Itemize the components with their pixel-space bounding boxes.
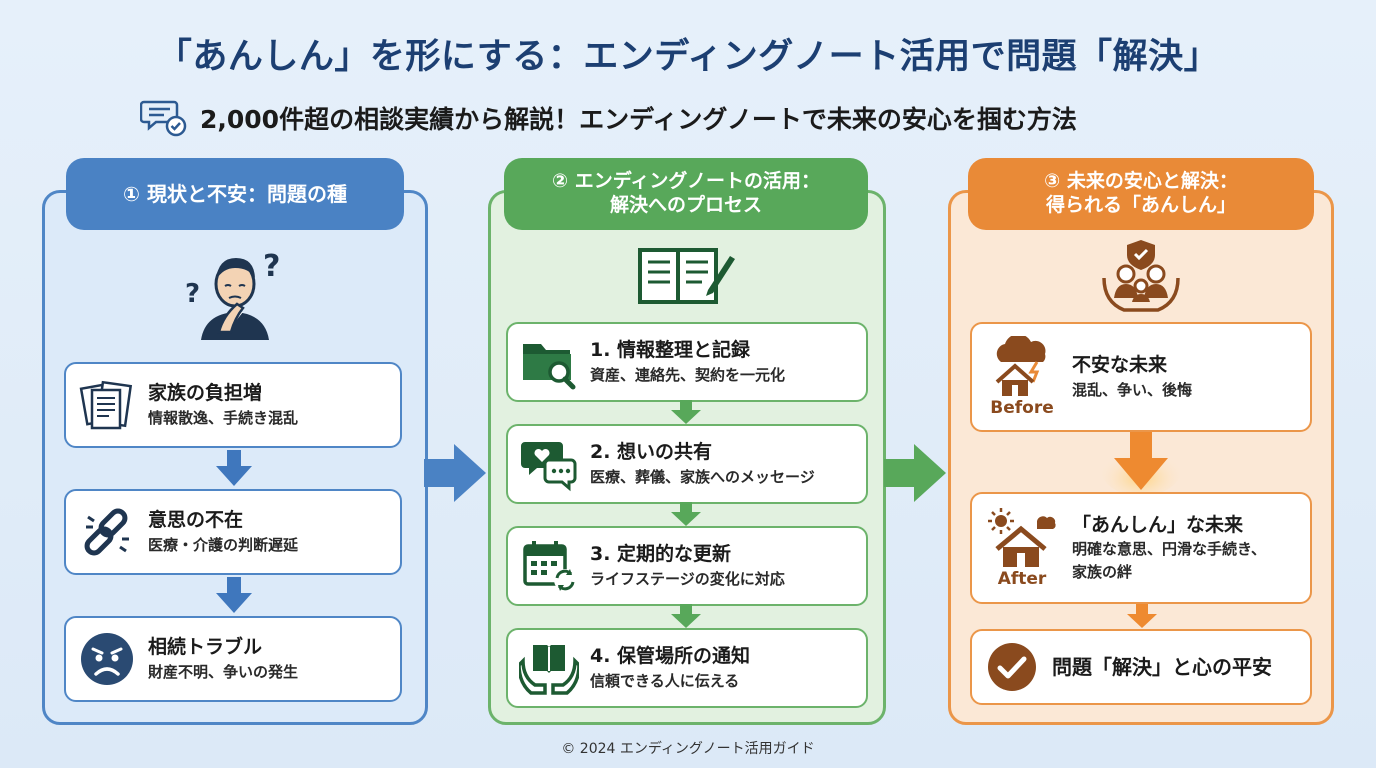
worried-face-icon bbox=[81, 633, 133, 685]
broken-link-icon bbox=[84, 508, 129, 556]
card-desc-line2: 家族の絆 bbox=[1072, 562, 1133, 581]
card-desc: 資産、連絡先、契約を一元化 bbox=[590, 365, 786, 384]
documents-icon bbox=[79, 380, 133, 430]
card-desc: 混乱、争い、後悔 bbox=[1072, 380, 1193, 399]
right-arrow-icon bbox=[884, 444, 946, 502]
down-arrow-icon bbox=[671, 400, 701, 424]
card-desc: ライフステージの変化に対応 bbox=[590, 569, 785, 588]
card-title: 「あんしん」な未来 bbox=[1072, 513, 1244, 536]
result-card: 問題「解決」と心の平安 bbox=[970, 629, 1312, 705]
before-label: Before bbox=[990, 398, 1054, 418]
card-title: 意思の不在 bbox=[148, 508, 244, 531]
problem-card-inheritance: 相続トラブル 財産不明、争いの発生 bbox=[64, 616, 402, 702]
process-card-update: 3. 定期的な更新 ライフステージの変化に対応 bbox=[506, 526, 868, 606]
family-shield-icon bbox=[1102, 240, 1180, 312]
result-title: 問題「解決」と心の平安 bbox=[1052, 654, 1272, 679]
card-title: 3. 定期的な更新 bbox=[590, 542, 732, 565]
problem-header-text: ① 現状と不安：問題の種 bbox=[123, 181, 347, 206]
result-header-line1: ③ 未来の安心と解決： bbox=[1044, 170, 1238, 193]
book-hands-icon bbox=[519, 645, 579, 695]
down-arrow-icon bbox=[671, 502, 701, 526]
card-desc: 財産不明、争いの発生 bbox=[148, 662, 299, 681]
subtitle: 2,000件超の相談実績から解説！エンディングノートで未来の安心を掴む方法 bbox=[140, 98, 1260, 138]
down-arrow-icon bbox=[216, 577, 252, 613]
card-title: 不安な未来 bbox=[1072, 353, 1168, 376]
after-card: After 「あんしん」な未来 明確な意思、円滑な手続き、 家族の絆 bbox=[970, 492, 1312, 604]
result-header: ③ 未来の安心と解決： 得られる「あんしん」 bbox=[968, 158, 1314, 230]
process-header-line2: 解決へのプロセス bbox=[609, 194, 762, 216]
folder-search-icon bbox=[523, 344, 576, 390]
result-header-line2: 得られる「あんしん」 bbox=[1045, 194, 1236, 216]
down-arrow-icon bbox=[216, 450, 252, 486]
card-title: 家族の負担増 bbox=[148, 381, 263, 404]
down-arrow-icon bbox=[1127, 604, 1157, 628]
card-title: 相続トラブル bbox=[148, 635, 263, 658]
footer-copyright: © 2024 エンディングノート活用ガイド bbox=[561, 741, 815, 757]
problem-header: ① 現状と不安：問題の種 bbox=[66, 158, 404, 230]
thinking-person-icon: ? ? bbox=[185, 249, 280, 340]
chat-check-icon bbox=[140, 100, 187, 137]
heart-chat-icon bbox=[521, 442, 577, 492]
right-arrow-icon bbox=[424, 444, 486, 502]
process-header-line1: ② エンディングノートの活用： bbox=[552, 170, 820, 193]
down-arrow-icon bbox=[671, 604, 701, 628]
sunny-house-icon bbox=[988, 508, 1056, 567]
process-card-share: 2. 想いの共有 医療、葬儀、家族へのメッセージ bbox=[506, 424, 868, 504]
card-desc: 信頼できる人に伝える bbox=[590, 671, 740, 690]
page-title: 「あんしん」を形にする：エンディングノート活用で問題「解決」 bbox=[156, 37, 1220, 77]
before-card: Before 不安な未来 混乱、争い、後悔 bbox=[970, 322, 1312, 432]
card-title: 1. 情報整理と記録 bbox=[590, 338, 751, 361]
svg-text:?: ? bbox=[185, 279, 200, 309]
card-desc: 医療、葬儀、家族へのメッセージ bbox=[590, 467, 815, 486]
problem-card-no-intent: 意思の不在 医療・介護の判断遅延 bbox=[64, 489, 402, 575]
svg-text:?: ? bbox=[263, 249, 280, 284]
storm-house-icon bbox=[995, 336, 1046, 396]
subtitle-text: 2,000件超の相談実績から解説！エンディングノートで未来の安心を掴む方法 bbox=[200, 105, 1077, 134]
problem-card-family-burden: 家族の負担増 情報散逸、手続き混乱 bbox=[64, 362, 402, 448]
check-circle-icon bbox=[988, 643, 1036, 691]
card-desc: 医療・介護の判断遅延 bbox=[148, 535, 299, 554]
calendar-refresh-icon bbox=[523, 541, 576, 591]
card-title: 4. 保管場所の通知 bbox=[590, 644, 751, 667]
after-label: After bbox=[997, 569, 1047, 589]
process-header: ② エンディングノートの活用： 解決へのプロセス bbox=[504, 158, 868, 230]
card-title: 2. 想いの共有 bbox=[590, 440, 713, 463]
process-card-organize: 1. 情報整理と記録 資産、連絡先、契約を一元化 bbox=[506, 322, 868, 402]
notebook-pen-icon bbox=[638, 248, 735, 304]
card-desc-line1: 明確な意思、円滑な手続き、 bbox=[1072, 540, 1266, 559]
down-arrow-icon bbox=[1101, 432, 1181, 496]
process-card-storage: 4. 保管場所の通知 信頼できる人に伝える bbox=[506, 628, 868, 708]
card-desc: 情報散逸、手続き混乱 bbox=[148, 408, 299, 427]
